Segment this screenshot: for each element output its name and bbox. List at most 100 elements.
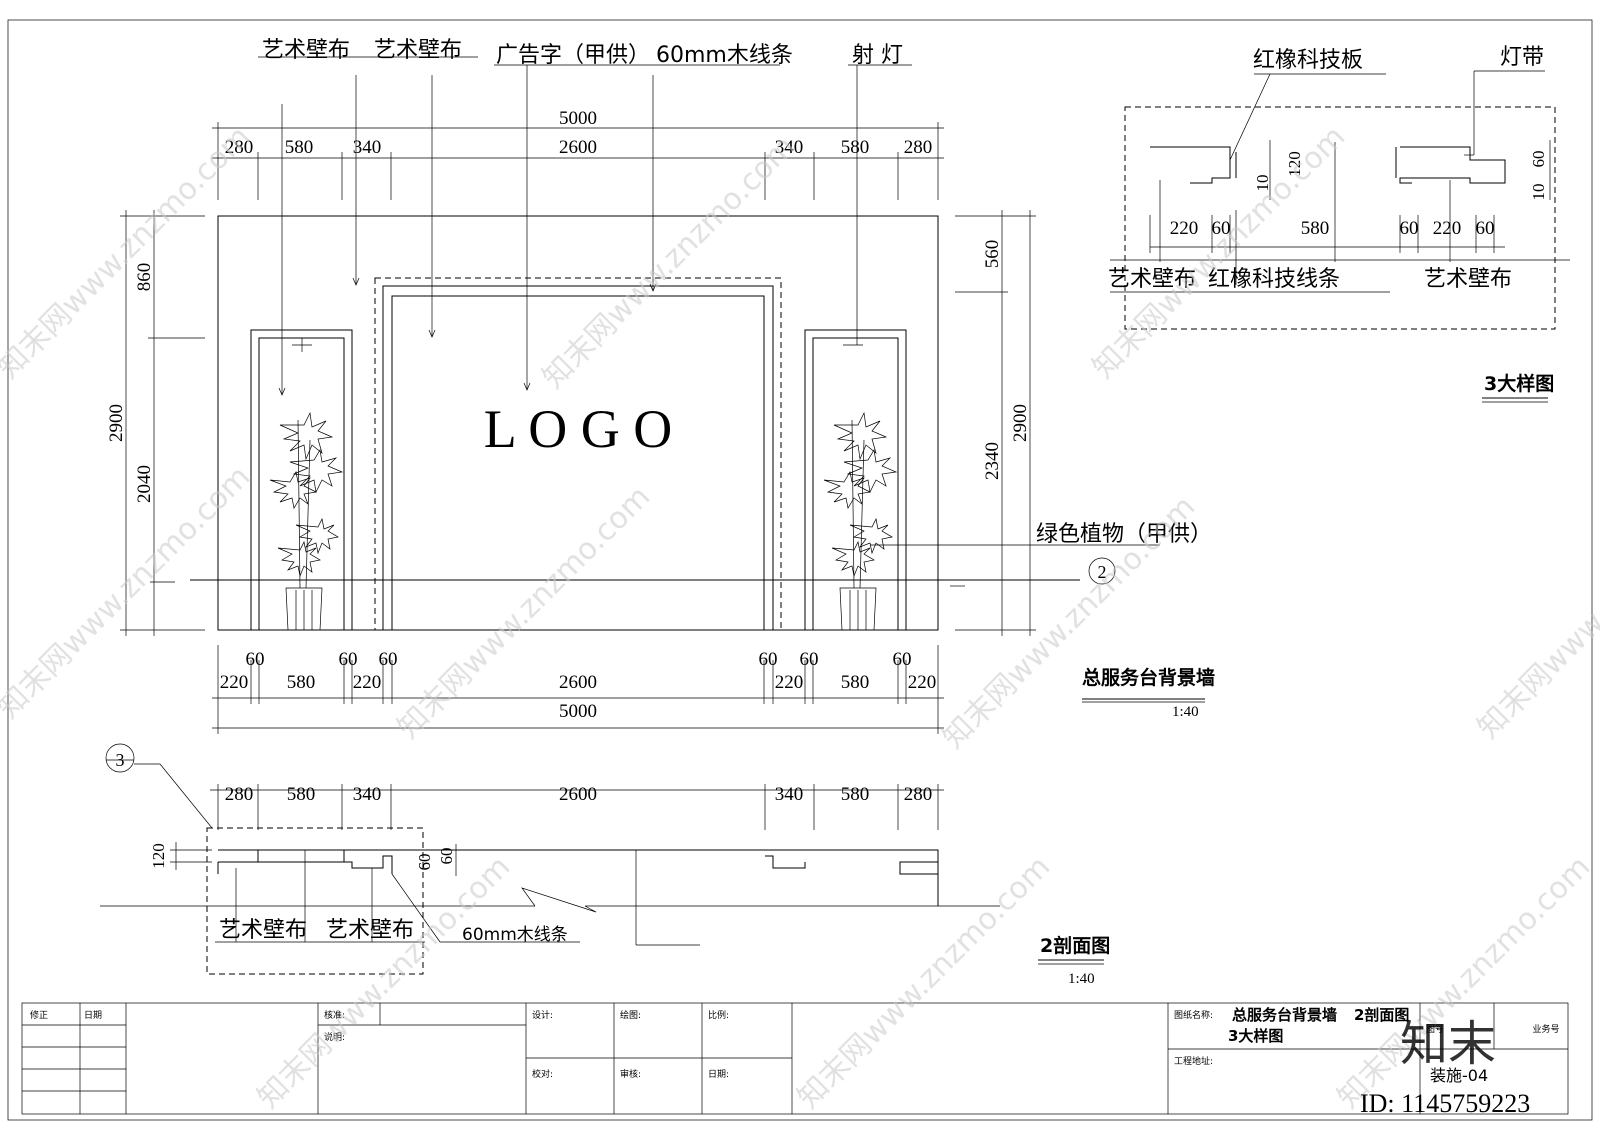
elevation-top-dim-lines: [212, 122, 944, 200]
detail-profile: [1150, 146, 1231, 184]
detail-marker-3: 3: [116, 750, 125, 770]
right-niche-outer: [804, 329, 907, 631]
callout-spotlight: 射 灯: [852, 43, 903, 68]
tb-drawing-name-1: 总服务台背景墙: [1232, 1006, 1337, 1024]
title-block: [21, 1002, 1569, 1115]
dim-top: 280: [904, 137, 933, 158]
tb-notes: 说明:: [324, 1031, 345, 1043]
dim-left-lower: 2040: [134, 465, 155, 503]
section-profile: [218, 849, 259, 863]
dim-bottom: 580: [287, 672, 316, 693]
elevation-scale: 1:40: [1172, 704, 1199, 720]
dim-bottom: 580: [841, 672, 870, 693]
dim-bottom-60: 60: [246, 649, 265, 670]
dim-bottom-60: 60: [893, 649, 912, 670]
tb-sheet-no: 装施-04: [1430, 1066, 1488, 1085]
watermark-text: 知末网www.znzmo.com: [536, 129, 802, 395]
left-niche-outer: [250, 329, 353, 631]
dim-bottom: 2600: [559, 672, 597, 693]
section-dim: 340: [775, 784, 804, 805]
elevation-title: 总服务台背景墙: [1082, 666, 1215, 689]
center-panel-inner-frame: [391, 295, 765, 631]
detail-vdim: 10: [1529, 184, 1548, 201]
dim-right-overall: 2900: [1010, 404, 1031, 442]
watermark-text: 知末网www.znzmo.com: [391, 479, 657, 745]
section-title: 2剖面图: [1040, 934, 1110, 957]
section-dim: 280: [904, 784, 933, 805]
section-callout-art-fabric-2: 艺术壁布: [326, 918, 414, 943]
tb-review: 审核:: [620, 1068, 641, 1080]
tb-design: 设计:: [532, 1009, 553, 1021]
section-scale: 1:40: [1068, 971, 1095, 987]
dim-top: 2600: [559, 137, 597, 158]
tb-project-no-label: 业务号: [1532, 1023, 1559, 1035]
detail-dim: 60: [1476, 218, 1495, 239]
section-dim: 580: [841, 784, 870, 805]
callout-red-oak-strip: 红橡科技线条: [1208, 267, 1340, 292]
callout-art-fabric-1: 艺术壁布: [262, 38, 350, 63]
callout-wood-strip: 60mm木线条: [656, 43, 793, 68]
detail-dim: 580: [1301, 218, 1330, 239]
detail-dim: 220: [1170, 218, 1199, 239]
tb-ratio: 比例:: [708, 1009, 729, 1021]
tb-date: 日期: [84, 1010, 102, 1021]
dim-bottom-60: 60: [800, 649, 819, 670]
dim-left-upper: 860: [134, 263, 155, 292]
dim-right-upper: 560: [982, 240, 1003, 269]
watermark-id: ID: 1145759223: [1360, 1089, 1530, 1118]
sheet-border: [7, 19, 1593, 1121]
logo-text: L O G O: [484, 399, 672, 459]
tb-project-address: 工程地址:: [1174, 1055, 1213, 1067]
callout-green-plant: 绿色植物（甲供）: [1036, 522, 1212, 547]
tb-date2: 日期:: [708, 1069, 729, 1080]
section-dim: 580: [287, 784, 316, 805]
watermark-text: 知末网www.znzmo.com: [1086, 119, 1352, 385]
elevation-view: L O G O: [106, 38, 1215, 734]
section-callout-art-fabric-1: 艺术壁布: [219, 918, 307, 943]
dim-left-overall: 2900: [106, 404, 127, 442]
callout-art-fabric-2: 艺术壁布: [374, 38, 462, 63]
section-vdim: 60: [437, 848, 456, 865]
tb-drawing-name-3: 3大样图: [1228, 1027, 1283, 1045]
tb-proofread: 校对:: [532, 1068, 553, 1080]
detail-title: 3大样图: [1484, 372, 1554, 395]
callout-art-fabric-right: 艺术壁布: [1424, 267, 1512, 292]
dim-bottom: 220: [353, 672, 382, 693]
detail-leaders: [1110, 70, 1551, 293]
elevation-right-dim-lines: [955, 210, 1036, 636]
tb-drawing: 绘图:: [620, 1009, 641, 1021]
detail-dim: 60: [1400, 218, 1419, 239]
detail-dim: 220: [1433, 218, 1462, 239]
dim-top: 280: [225, 137, 254, 158]
detail-boundary: [1124, 106, 1556, 330]
section-leaders: [170, 784, 944, 946]
tb-check: 核准:: [324, 1009, 345, 1021]
elevation-leaders: [258, 56, 1160, 585]
callout-ad-letters: 广告字（甲供）: [496, 43, 650, 68]
section-vdim: 60: [415, 854, 434, 871]
right-plant-icon: [823, 411, 898, 631]
dim-top: 580: [285, 137, 314, 158]
watermark-text: 知末网www.znzmo.com: [791, 849, 1057, 1115]
dim-top: 340: [353, 137, 382, 158]
callout-red-oak-board: 红橡科技板: [1253, 48, 1363, 73]
section-dim: 2600: [559, 784, 597, 805]
dim-top: 580: [841, 137, 870, 158]
section-detail-boundary: [206, 827, 424, 975]
tb-drawing-name-2: 2剖面图: [1354, 1006, 1409, 1024]
left-plant-icon: [269, 411, 344, 631]
dim-bottom: 220: [775, 672, 804, 693]
tb-revision: 修正: [30, 1009, 48, 1021]
callout-art-fabric-left: 艺术壁布: [1108, 267, 1196, 292]
watermark-text: 知末网www.znzmo.com: [0, 119, 257, 385]
detail-vdim: 60: [1529, 151, 1548, 168]
watermark-logo: 知末: [1400, 1016, 1496, 1072]
section-marker-2: 2: [1098, 562, 1107, 582]
dim-bottom: 220: [220, 672, 249, 693]
watermark-text: 知末网www.znzmo.com: [251, 849, 517, 1115]
callout-light-strip: 灯带: [1500, 45, 1544, 70]
elevation-left-dim-lines: [120, 210, 205, 636]
watermark-text: 知末网www.znzmo.com: [0, 459, 257, 725]
detail-vdim: 10: [1253, 175, 1272, 192]
